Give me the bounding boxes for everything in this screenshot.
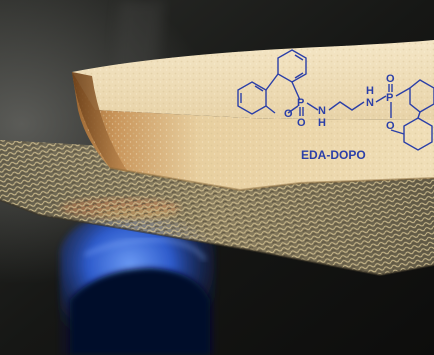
chemical-structure-icon [237, 49, 434, 151]
benzene-ring-right-lower [403, 117, 433, 151]
foam-block-icon [72, 40, 434, 192]
molecule-name-label: EDA-DOPO [301, 148, 366, 162]
bunsen-flame-icon [60, 215, 215, 355]
atom-o-ring-right: O [386, 120, 395, 132]
atom-o-double-left: O [297, 117, 306, 129]
atom-h-left: H [318, 117, 326, 129]
atom-o-ring-left: O [284, 108, 293, 120]
atom-o-double-right: O [386, 73, 395, 85]
atom-labels: O P O N H H N O P O [284, 73, 395, 132]
atom-n-left: N [318, 105, 326, 117]
atom-p-left: P [297, 97, 304, 109]
atom-h-right: H [366, 85, 374, 97]
atom-p-right: P [386, 92, 393, 104]
atom-n-right: N [366, 97, 374, 109]
